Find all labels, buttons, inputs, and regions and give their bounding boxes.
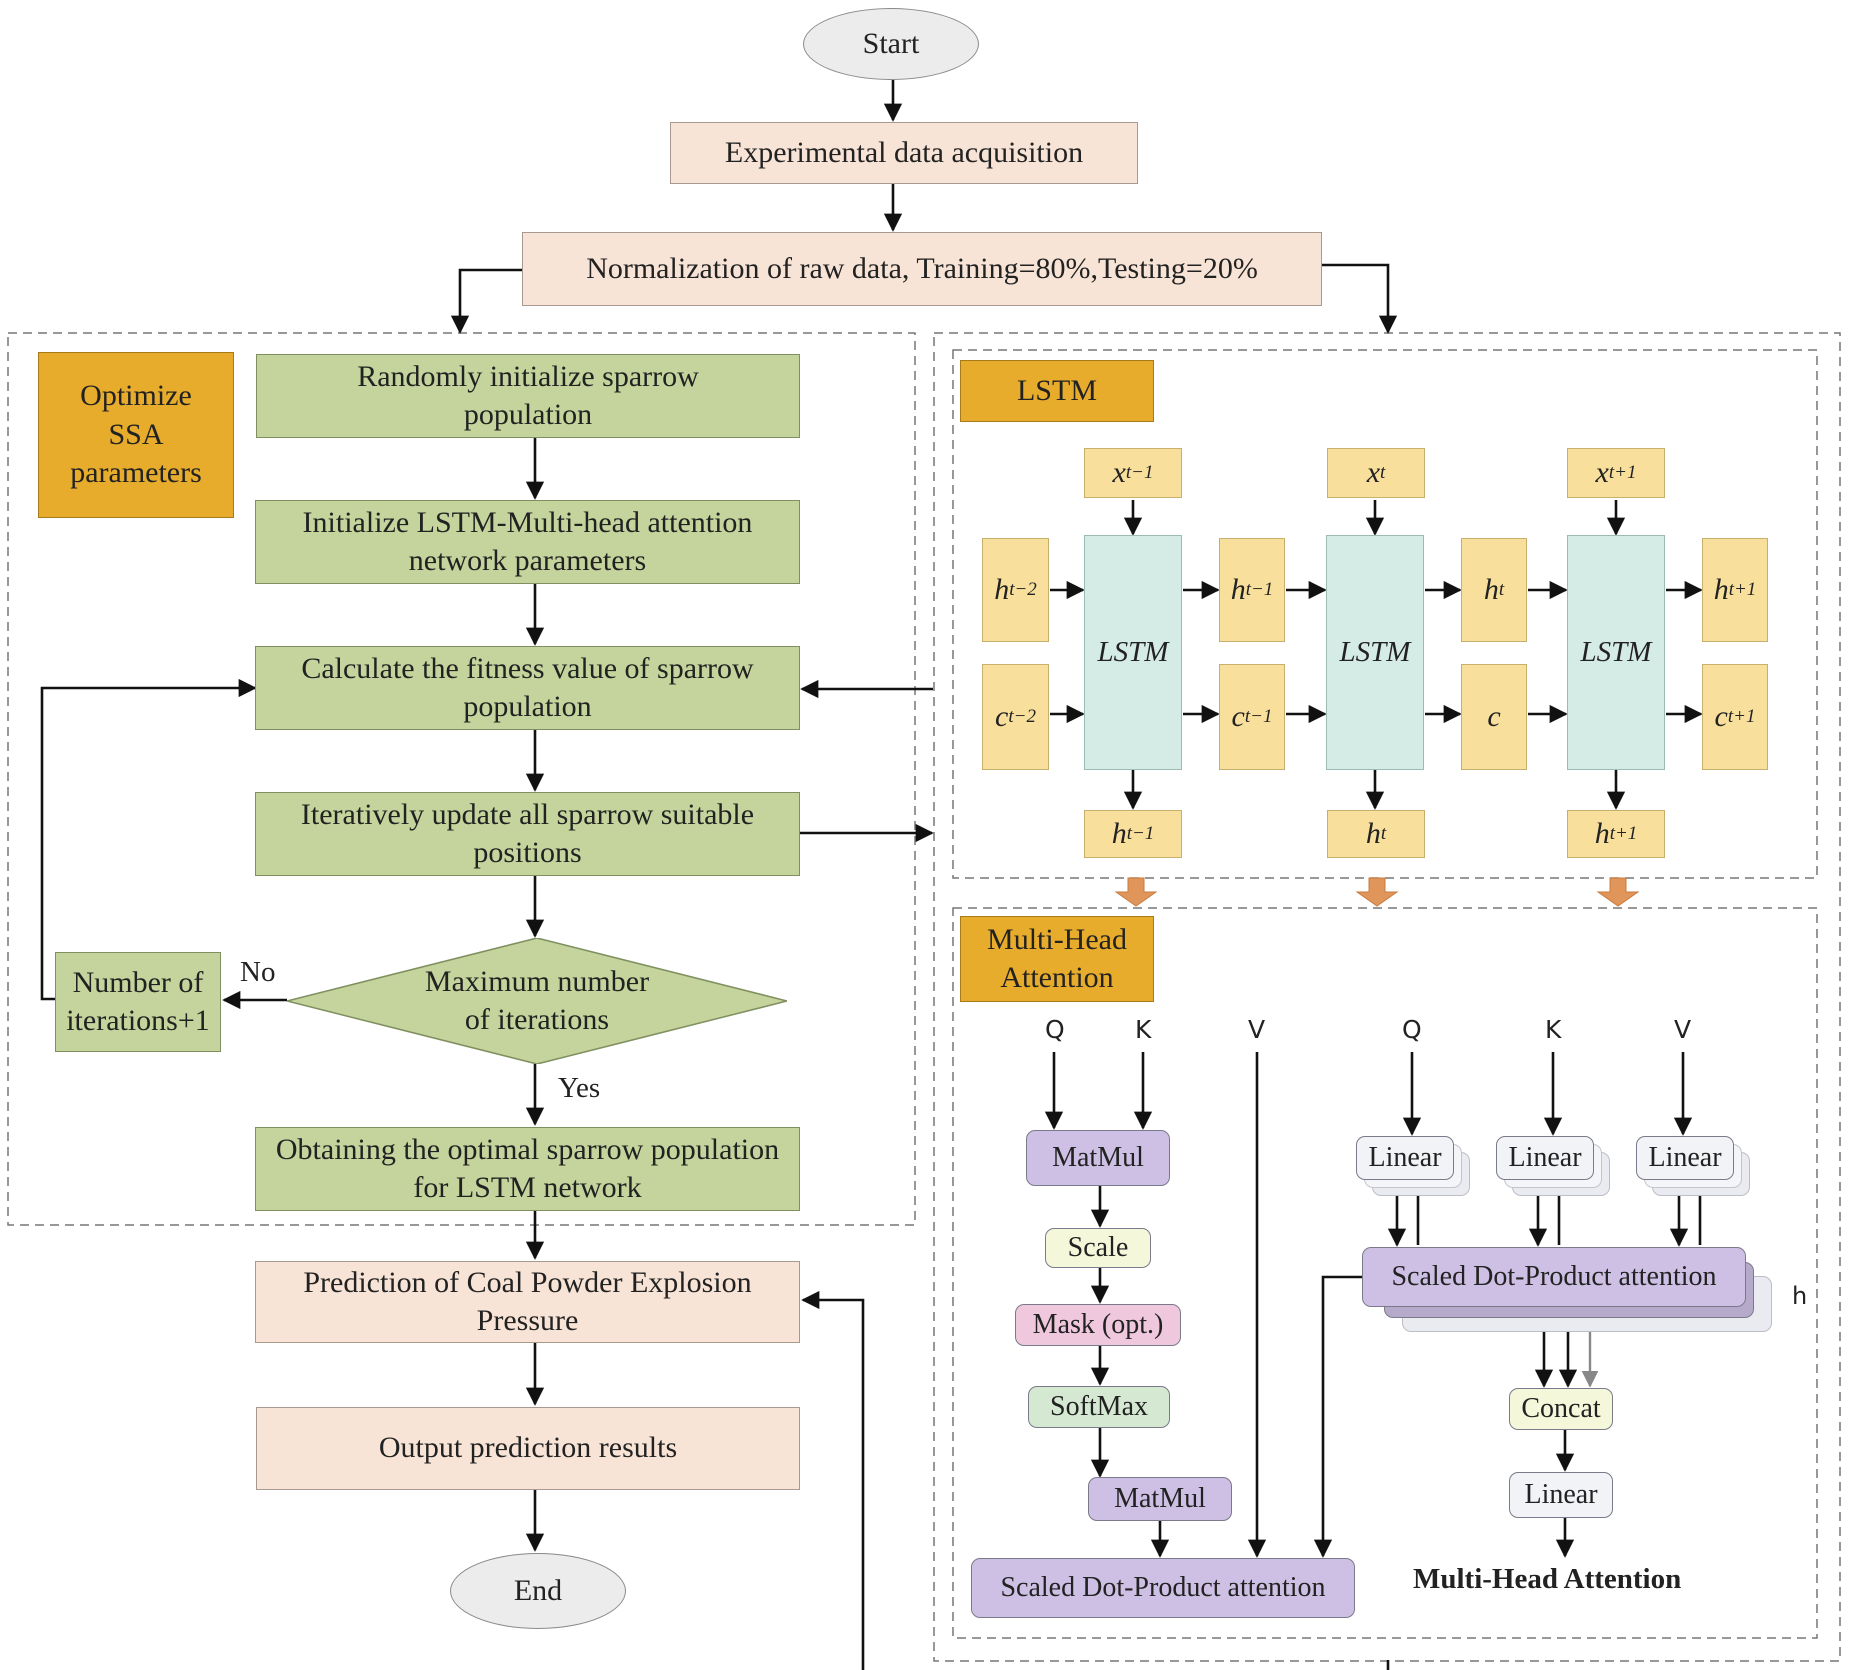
max-iterations-decision <box>287 938 787 1064</box>
sdpa-v-label: V <box>1248 1015 1266 1044</box>
attention-dashed-container <box>952 907 1818 1639</box>
lstm-output-1-sym: h <box>1365 816 1381 850</box>
sdpa-softmax: SoftMax <box>1028 1386 1170 1428</box>
lstm-hidden-2-sub: t <box>1498 578 1505 600</box>
no-label: No <box>240 956 276 988</box>
lstm-cell-2: LSTM <box>1326 535 1424 770</box>
orange-arrow-1 <box>1114 877 1158 907</box>
normalization-step: Normalization of raw data, Training=80%,… <box>522 232 1322 306</box>
update-positions-step: Iteratively update all sparrow suitable … <box>255 792 800 876</box>
sdpa-matmul-bottom: MatMul <box>1088 1477 1232 1521</box>
prediction-step: Prediction of Coal Powder Explosion Pres… <box>255 1261 800 1343</box>
lstm-output-2-sym: h <box>1594 816 1610 850</box>
lstm-hidden-1-sub: t−1 <box>1245 578 1274 600</box>
lstm-input-x-cur-sym: x <box>1366 455 1381 489</box>
lstm-hidden-0-sub: t−2 <box>1009 578 1037 600</box>
lstm-hidden-0-sym: h <box>994 572 1010 606</box>
orange-arrow-2 <box>1355 877 1399 907</box>
acquisition-step: Experimental data acquisition <box>670 122 1138 184</box>
sdpa-q-label: Q <box>1045 1015 1065 1044</box>
lstm-cell-state-2-sym: c <box>1487 699 1501 733</box>
sdpa-mask: Mask (opt.) <box>1015 1304 1181 1346</box>
mha-q-label: Q <box>1402 1015 1422 1044</box>
mha-k-label: K <box>1545 1015 1562 1044</box>
linear-output: Linear <box>1509 1472 1613 1518</box>
iterations-increment-step: Number of iterations+1 <box>55 952 221 1052</box>
start-terminal: Start <box>803 8 979 80</box>
lstm-cell-state-0-sub: t−2 <box>1008 705 1036 727</box>
end-terminal: End <box>450 1553 626 1629</box>
lstm-input-x-next-sym: x <box>1595 455 1609 489</box>
yes-label: Yes <box>558 1072 601 1104</box>
sdpa-k-label: K <box>1135 1015 1152 1044</box>
lstm-input-x-prev-sym: x <box>1112 455 1126 489</box>
attention-head: Scaled Dot-Product attention <box>1362 1247 1746 1307</box>
ssa-panel-label: Optimize SSA parameters <box>38 352 234 518</box>
max-iterations-label: Maximum number of iterations <box>424 964 650 1036</box>
fitness-step: Calculate the fitness value of sparrow p… <box>255 646 800 730</box>
init-population-step: Randomly initialize sparrow population <box>256 354 800 438</box>
lstm-input-x-prev-sub: t−1 <box>1125 461 1154 483</box>
mha-caption: Multi-Head Attention <box>1413 1563 1682 1595</box>
init-network-step: Initialize LSTM-Multi-head attention net… <box>255 500 800 584</box>
lstm-hidden-1-sym: h <box>1230 572 1246 606</box>
lstm-cell-state-0-sym: c <box>995 699 1009 733</box>
lstm-hidden-3-sub: t+1 <box>1728 578 1757 600</box>
mha-v-label: V <box>1674 1015 1692 1044</box>
concat-block: Concat <box>1509 1388 1613 1430</box>
optimal-population-step: Obtaining the optimal sparrow population… <box>255 1127 800 1211</box>
lstm-output-1-sub: t <box>1380 822 1387 844</box>
lstm-cell-1: LSTM <box>1084 535 1182 770</box>
lstm-cell-c: c <box>1461 664 1527 770</box>
linear-k: Linear <box>1496 1136 1594 1180</box>
lstm-cell-state-3-sub: t+1 <box>1727 705 1756 727</box>
orange-arrow-3 <box>1596 877 1640 907</box>
lstm-input-x-cur-sub: t <box>1380 461 1386 483</box>
sdpa-result: Scaled Dot-Product attention <box>971 1558 1355 1618</box>
lstm-panel-label: LSTM <box>960 360 1154 422</box>
lstm-hidden-3-sym: h <box>1713 572 1729 606</box>
lstm-output-0-sym: h <box>1111 816 1127 850</box>
lstm-output-2-sub: t+1 <box>1609 822 1638 844</box>
lstm-output-0-sub: t−1 <box>1126 822 1155 844</box>
attention-panel-label: Multi-Head Attention <box>960 916 1154 1002</box>
lstm-cell-3: LSTM <box>1567 535 1665 770</box>
lstm-cell-state-3-sym: c <box>1714 699 1728 733</box>
linear-q: Linear <box>1356 1136 1454 1180</box>
sdpa-scale: Scale <box>1045 1228 1151 1268</box>
linear-v: Linear <box>1636 1136 1734 1180</box>
lstm-cell-state-1-sym: c <box>1231 699 1245 733</box>
sdpa-matmul-top: MatMul <box>1026 1130 1170 1186</box>
lstm-hidden-2-sym: h <box>1483 572 1499 606</box>
heads-count-label: h <box>1792 1282 1808 1310</box>
output-step: Output prediction results <box>256 1407 800 1490</box>
lstm-cell-state-1-sub: t−1 <box>1244 705 1273 727</box>
lstm-input-x-next-sub: t+1 <box>1608 461 1637 483</box>
